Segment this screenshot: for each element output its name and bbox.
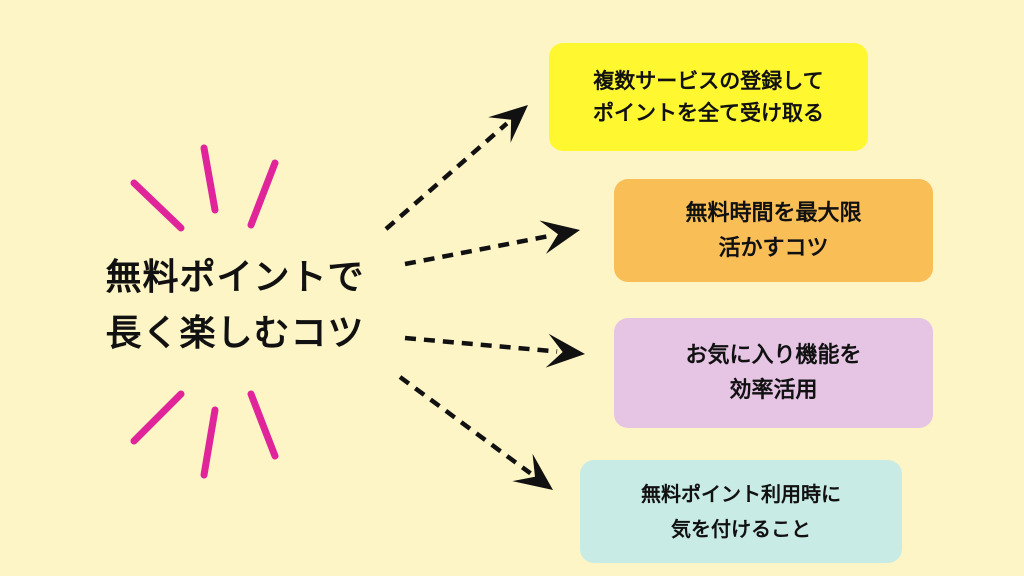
tip-box-line-1: 複数サービスの登録して xyxy=(593,69,824,93)
arrow-head xyxy=(512,453,553,490)
arrows xyxy=(384,105,585,490)
tip-box-line-2: ポイントを全て受け取る xyxy=(593,101,824,125)
tip-box-line-1: お気に入り機能を xyxy=(685,343,862,368)
tip-box-line-2: 気を付けること xyxy=(671,516,811,541)
tip-box-line-2: 活かすコツ xyxy=(718,235,829,261)
arrow-head xyxy=(545,333,585,368)
central-topic: 無料ポイントで 長く楽しむコツ xyxy=(70,250,400,362)
burst-stroke xyxy=(130,179,185,232)
arrow-head xyxy=(539,220,580,254)
burst-stroke xyxy=(247,390,279,460)
burst-stroke xyxy=(200,144,219,214)
tip-box-register-services: 複数サービスの登録して ポイントを全て受け取る xyxy=(549,43,868,151)
emphasis-burst xyxy=(130,144,279,479)
tip-box-line-1: 無料ポイント利用時に xyxy=(641,481,841,506)
arrow-shaft xyxy=(398,375,532,476)
burst-stroke xyxy=(200,406,219,479)
burst-stroke xyxy=(247,159,279,229)
central-topic-line-1: 無料ポイントで xyxy=(105,257,365,298)
tip-box-line-1: 無料時間を最大限 xyxy=(685,200,862,226)
central-topic-line-2: 長く楽しむコツ xyxy=(105,313,365,354)
tip-box-free-time: 無料時間を最大限 活かすコツ xyxy=(614,179,933,282)
tip-box-favorites: お気に入り機能を 効率活用 xyxy=(614,318,933,428)
arrow-shaft xyxy=(404,233,553,267)
tip-box-cautions: 無料ポイント利用時に 気を付けること xyxy=(580,460,902,563)
tip-box-line-2: 効率活用 xyxy=(729,378,818,403)
arrow-shaft xyxy=(404,335,558,354)
arrow-head xyxy=(488,105,528,143)
arrow-shaft xyxy=(384,121,509,231)
burst-stroke xyxy=(130,390,185,445)
